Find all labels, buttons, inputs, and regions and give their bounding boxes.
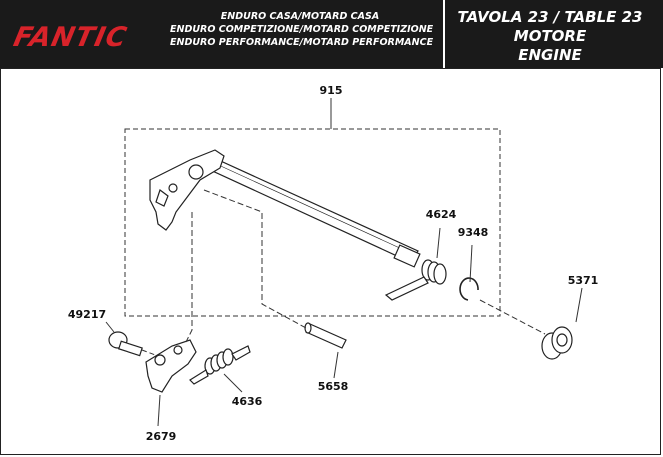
table-title-number: TAVOLA 23 / TABLE 23	[457, 8, 643, 26]
axis-line-pin	[203, 189, 307, 329]
dowel-pin	[304, 322, 347, 349]
part-label-5658: 5658	[318, 380, 349, 393]
model-line-2: ENDURO COMPETIZIONE/MOTARD COMPETIZIONE	[170, 24, 434, 35]
part-label-9348: 9348	[458, 226, 489, 239]
leader-5371	[575, 287, 583, 323]
circlip	[459, 277, 479, 301]
leader-9348	[469, 244, 473, 283]
oil-seal	[541, 326, 573, 360]
part-label-5371: 5371	[568, 274, 599, 287]
axis-line-seal	[479, 299, 546, 335]
table-title: TAVOLA 23 / TABLE 23 MOTORE ENGINE	[440, 8, 660, 65]
leader-4636	[223, 373, 243, 393]
table-title-it: MOTORE	[513, 27, 587, 45]
part-label-4624: 4624	[426, 208, 457, 221]
header-divider	[443, 0, 445, 68]
table-title-en: ENGINE	[518, 46, 582, 64]
part-label-915: 915	[320, 84, 343, 97]
header-bar: FANTIC ENDURO CASA/MOTARD CASA ENDURO CO…	[0, 0, 663, 68]
model-line-1: ENDURO CASA/MOTARD CASA	[220, 11, 380, 22]
part-label-2679: 2679	[146, 430, 177, 443]
shift-shaft	[205, 157, 421, 268]
return-spring	[384, 259, 447, 301]
assembly-group-box	[124, 128, 501, 317]
leader-2679	[157, 394, 161, 427]
lever-spring	[189, 345, 251, 385]
shift-lever-plate	[149, 149, 225, 231]
selector-lever	[145, 339, 197, 393]
part-label-49217: 49217	[68, 308, 106, 321]
bolt	[108, 331, 143, 357]
leader-49217	[105, 321, 115, 333]
part-label-4636: 4636	[232, 395, 263, 408]
axis-line-bolt	[141, 349, 159, 357]
model-line-3: ENDURO PERFORMANCE/MOTARD PERFORMANCE	[170, 37, 434, 48]
axis-line-lever	[185, 212, 193, 343]
leader-5658	[333, 351, 339, 379]
diagram-frame	[0, 68, 661, 455]
model-list: ENDURO CASA/MOTARD CASA ENDURO COMPETIZI…	[170, 10, 434, 49]
leader-4624	[436, 227, 441, 259]
